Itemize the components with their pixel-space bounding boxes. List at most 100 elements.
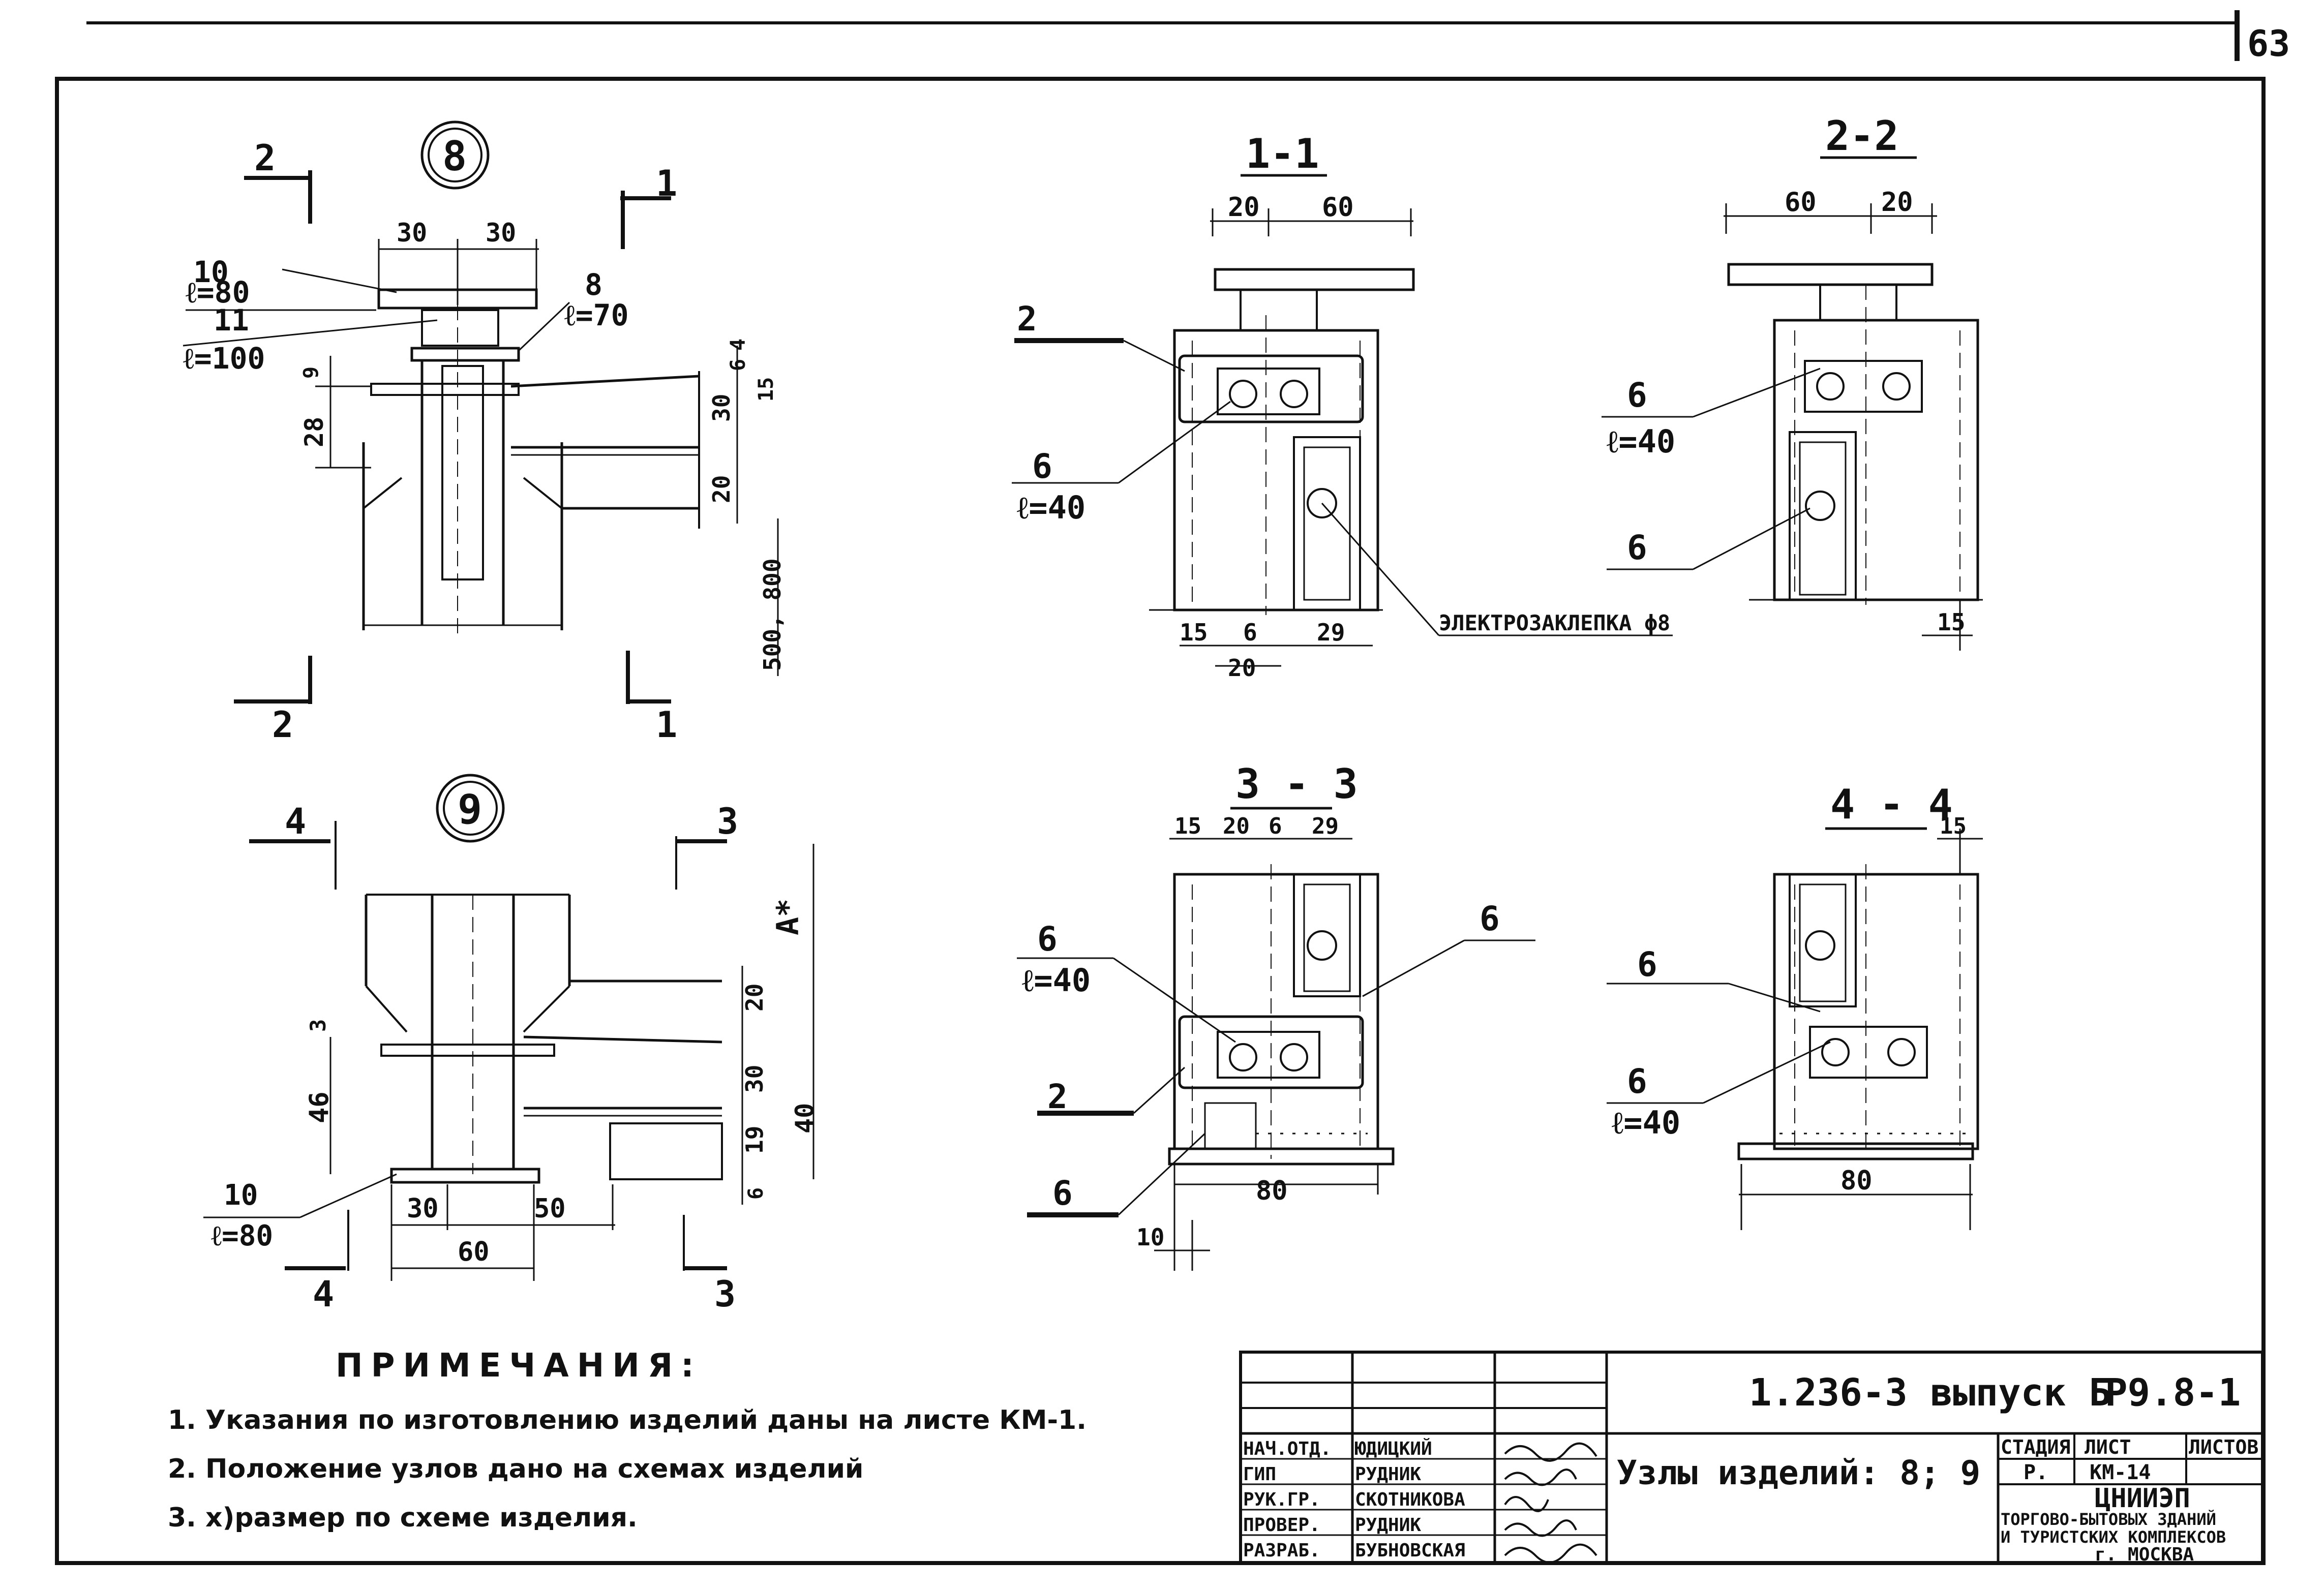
node-9-dim-46: 46 bbox=[304, 1091, 335, 1123]
title-block: 1.236-3 выпуск Б Р9.8-1 Узлы изделий: 8;… bbox=[1239, 1351, 2264, 1565]
signature-0 bbox=[1504, 1442, 1597, 1462]
node-8-part-11: 11 bbox=[214, 303, 249, 338]
section-3-3: 3 - 3 15 20 6 29 6 ℓ=40 6 2 6 bbox=[1017, 760, 1535, 1271]
section-3-3-part-6c: 6 bbox=[1052, 1174, 1073, 1213]
section-4-4: 4 - 4 15 6 6 ℓ=40 80 bbox=[1607, 781, 1983, 1230]
node-9-dim-50: 50 bbox=[534, 1194, 566, 1224]
node-8-dim-28: 28 bbox=[299, 417, 329, 447]
name-4: БУБНОВСКАЯ bbox=[1355, 1540, 1465, 1561]
node-9-label: 9 bbox=[458, 786, 482, 833]
node-8-dim-9: 9 bbox=[299, 366, 323, 379]
node-9-dim-6: 6 bbox=[744, 1187, 768, 1200]
section-4-4-part-6b-len: ℓ=40 bbox=[1612, 1104, 1680, 1141]
node-8-part-10: 10 bbox=[193, 255, 229, 289]
notes-heading: ПРИМЕЧАНИЯ: bbox=[336, 1347, 702, 1385]
section-2-2-part-6a-len: ℓ=40 bbox=[1607, 423, 1675, 460]
node-8-label: 8 bbox=[442, 133, 467, 180]
node-8-dim-20: 20 bbox=[708, 475, 735, 503]
title-city: г. МОСКВА bbox=[2095, 1544, 2194, 1565]
node-8-part-11-len: ℓ=100 bbox=[183, 341, 265, 376]
section-3-3-dim-29: 29 bbox=[1312, 813, 1339, 839]
node-8-part-8-len: ℓ=70 bbox=[564, 298, 629, 332]
node-8-dim-30a: 30 bbox=[397, 218, 427, 248]
node-9-dim-19: 19 bbox=[741, 1126, 768, 1154]
section-1-1-weld-label: ЭЛЕКТРОЗАКЛЕПКА ϕ8 bbox=[1439, 610, 1670, 635]
node-9-part-10-len: ℓ=80 bbox=[211, 1219, 273, 1252]
node-9-dim-30: 30 bbox=[741, 1065, 768, 1093]
node-9-circle bbox=[436, 774, 505, 843]
title-col-sheet: ЛИСТ bbox=[2085, 1436, 2131, 1458]
section-4-4-part-6a: 6 bbox=[1637, 945, 1657, 984]
section-1-1-dim-29: 29 bbox=[1317, 619, 1345, 646]
section-4-4-title: 4 - 4 bbox=[1830, 781, 1953, 828]
signature-3 bbox=[1504, 1519, 1577, 1537]
name-2: СКОТНИКОВА bbox=[1355, 1489, 1465, 1510]
node-9-part-10: 10 bbox=[224, 1179, 258, 1212]
name-1: РУДНИК bbox=[1355, 1464, 1421, 1485]
node-9-dim-A: A* bbox=[770, 899, 806, 935]
node-8-dim-15: 15 bbox=[754, 377, 778, 402]
section-3-3-part-6a-len: ℓ=40 bbox=[1022, 962, 1091, 999]
drawing-frame bbox=[55, 77, 2266, 1565]
node-9-dim-40: 40 bbox=[790, 1103, 820, 1134]
section-2-2-title: 2-2 bbox=[1825, 112, 1899, 160]
role-0: НАЧ.ОТД. bbox=[1243, 1439, 1331, 1459]
node-9-dim-20: 20 bbox=[741, 984, 768, 1012]
section-1-1-dim-20: 20 bbox=[1228, 192, 1260, 223]
node-9-mark-4-top: 4 bbox=[285, 801, 306, 842]
section-2-2-dim-20: 20 bbox=[1881, 187, 1913, 218]
section-2-2-dim-15: 15 bbox=[1937, 608, 1965, 636]
section-2-2: 2-2 60 20 6 ℓ=40 6 15 bbox=[1602, 112, 1983, 651]
section-1-1-dim-6: 6 bbox=[1243, 619, 1257, 646]
title-sheet: КМ-14 bbox=[2090, 1461, 2151, 1484]
node-8-dim-30b: 30 bbox=[486, 218, 516, 248]
node-8-mark-1-top: 1 bbox=[656, 163, 677, 204]
node-9-mark-4-bottom: 4 bbox=[313, 1273, 334, 1315]
node-8-part-10-len: ℓ=80 bbox=[186, 275, 250, 310]
corner-number: 63 bbox=[2247, 23, 2290, 65]
section-3-3-title: 3 - 3 bbox=[1235, 760, 1358, 808]
title-doc-code: 1.236-3 выпуск Б bbox=[1749, 1371, 2111, 1415]
title-sheet-code: Р9.8-1 bbox=[2105, 1371, 2241, 1415]
role-1: ГИП bbox=[1243, 1464, 1276, 1485]
node-9-mark-3-top: 3 bbox=[717, 801, 738, 842]
section-3-3-dim-80: 80 bbox=[1256, 1176, 1288, 1206]
section-3-3-dim-10: 10 bbox=[1136, 1223, 1164, 1251]
node-8-dim-4: 4 bbox=[727, 339, 750, 351]
node-8-dim-500-800: 500, 800 bbox=[759, 558, 786, 671]
node-9-dim-30b: 30 bbox=[407, 1194, 439, 1224]
section-4-4-part-6b: 6 bbox=[1627, 1062, 1647, 1101]
section-3-3-dim-15: 15 bbox=[1174, 813, 1201, 839]
role-4: РАЗРАБ. bbox=[1243, 1540, 1320, 1561]
section-4-4-dim-80: 80 bbox=[1840, 1166, 1873, 1196]
title-org-line3: И ТУРИСТСКИХ КОМПЛЕКСОВ bbox=[2001, 1527, 2226, 1547]
node-8-dim-6: 6 bbox=[727, 359, 750, 371]
section-1-1-part-6-len: ℓ=40 bbox=[1017, 489, 1085, 526]
note-item-2: 2. Положение узлов дано на схемах издели… bbox=[168, 1454, 864, 1484]
name-0: ЮДИЦКИЙ bbox=[1355, 1438, 1432, 1459]
title-col-stage: СТАДИЯ bbox=[2001, 1436, 2070, 1458]
note-item-3: 3. х)размер по схеме изделия. bbox=[168, 1503, 638, 1533]
section-3-3-part-2: 2 bbox=[1047, 1077, 1068, 1116]
section-1-1-part-2: 2 bbox=[1017, 299, 1037, 339]
role-3: ПРОВЕР. bbox=[1243, 1515, 1320, 1536]
title-col-sheets: ЛИСТОВ bbox=[2189, 1436, 2258, 1458]
title-org: ЦНИИЭП bbox=[2095, 1483, 2190, 1514]
node-8-circle bbox=[420, 120, 490, 190]
signature-4 bbox=[1504, 1543, 1597, 1564]
section-4-4-dim-15: 15 bbox=[1940, 813, 1967, 839]
node-8-mark-1-bottom: 1 bbox=[656, 704, 677, 746]
title-stage: Р. bbox=[2024, 1461, 2048, 1484]
name-3: РУДНИК bbox=[1355, 1515, 1421, 1536]
notes-block: ПРИМЕЧАНИЯ: 1. Указания по изготовлению … bbox=[168, 1347, 1185, 1542]
section-3-3-dim-20: 20 bbox=[1223, 813, 1250, 839]
node-8-mark-2-top: 2 bbox=[254, 137, 276, 179]
section-2-2-dim-60: 60 bbox=[1785, 187, 1817, 218]
section-1-1-part-6: 6 bbox=[1032, 447, 1052, 486]
section-3-3-part-6a: 6 bbox=[1037, 920, 1058, 959]
section-1-1-dim-15: 15 bbox=[1180, 619, 1208, 646]
node-9-mark-3-bottom: 3 bbox=[714, 1273, 736, 1315]
node-8-dim-30: 30 bbox=[708, 394, 735, 422]
